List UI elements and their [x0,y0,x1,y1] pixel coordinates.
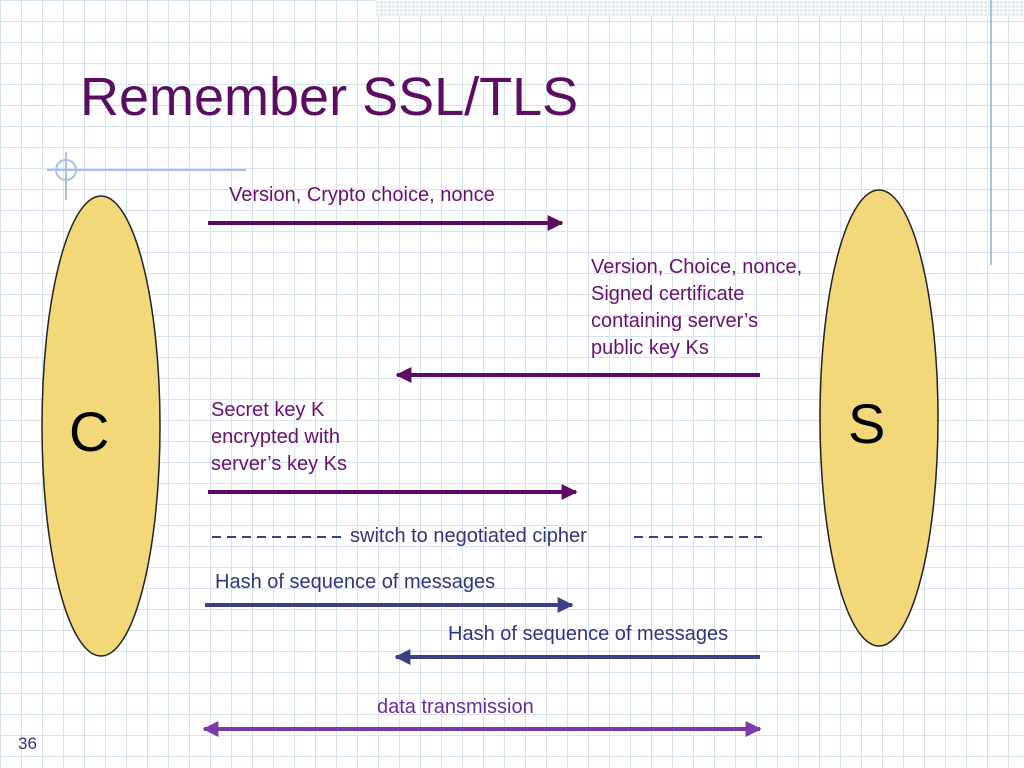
message-server-hello-line: containing server’s [591,310,759,332]
message-server-hello-line: Signed certificate [591,283,745,305]
crosshair-decor-icon [47,152,246,200]
message-server-hello-line: public key Ks [591,337,709,359]
switch-cipher-label: switch to negotiated cipher [350,525,587,547]
message-client-hello: Version, Crypto choice, nonce [229,184,495,206]
message-key-exchange: Secret key K encrypted with server’s key… [211,397,347,478]
client-hash-label: Hash of sequence of messages [215,571,496,593]
page-number: 36 [18,734,37,753]
slide-title: Remember SSL/TLS [80,67,579,127]
message-server-hello-line: Version, Choice, nonce, [591,256,803,278]
message-key-exchange-line: encrypted with [211,426,340,448]
server-hash-label: Hash of sequence of messages [448,623,729,645]
server-node [819,189,939,647]
client-label: C [69,400,110,463]
server-label: S [848,392,886,455]
message-key-exchange-line: Secret key K [211,399,325,421]
data-transmission-label: data transmission [377,696,534,718]
message-key-exchange-line: server’s key Ks [211,453,347,475]
right-decor-rule [990,0,992,265]
top-decor-band [375,0,1024,16]
client-node [41,195,161,657]
message-server-hello: Version, Choice, nonce, Signed certifica… [591,254,802,362]
